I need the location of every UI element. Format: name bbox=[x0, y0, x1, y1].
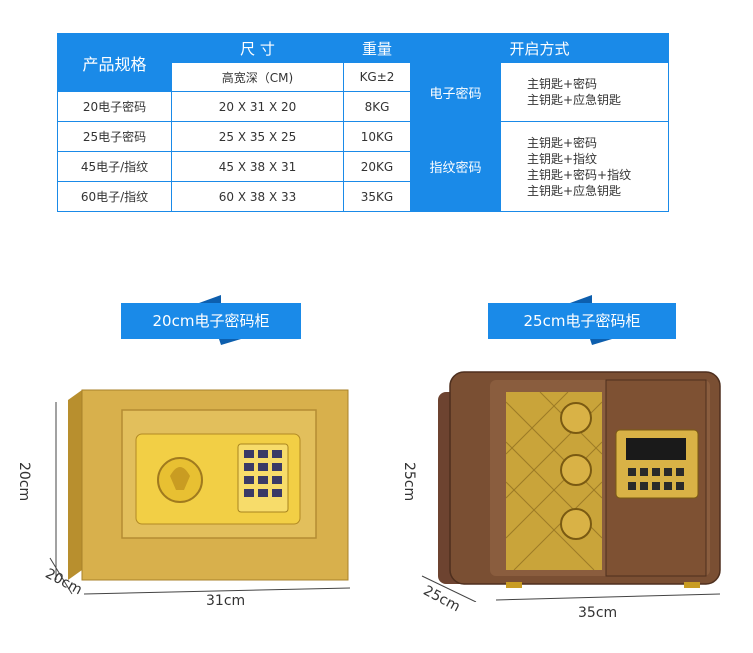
row-size: 60 X 38 X 33 bbox=[171, 181, 344, 212]
product-label: 25cm电子密码柜 bbox=[488, 303, 676, 339]
method: 主钥匙+指纹 bbox=[527, 151, 598, 166]
product-label-ribbon-20: 20cm电子密码柜 bbox=[121, 295, 301, 345]
ribbon-fold-icon bbox=[570, 295, 612, 345]
header-size: 尺 寸 bbox=[171, 33, 344, 63]
product-label: 20cm电子密码柜 bbox=[121, 303, 301, 339]
lock-methods-electronic: 主钥匙+密码 主钥匙+应急钥匙 bbox=[500, 62, 669, 122]
product-label-ribbon-25: 25cm电子密码柜 bbox=[488, 295, 676, 345]
method: 主钥匙+密码 bbox=[527, 77, 598, 91]
brown-safe-illustration bbox=[421, 371, 721, 602]
method: 主钥匙+应急钥匙 bbox=[527, 93, 622, 107]
row-size: 25 X 35 X 25 bbox=[171, 121, 344, 152]
lock-methods-fingerprint: 主钥匙+密码 主钥匙+指纹 主钥匙+密码+指纹 主钥匙+应急钥匙 bbox=[500, 121, 669, 212]
method: 主钥匙+密码 bbox=[527, 135, 598, 150]
lock-type-fingerprint: 指纹密码 bbox=[410, 121, 501, 212]
method: 主钥匙+应急钥匙 bbox=[527, 183, 622, 198]
row-weight: 8KG bbox=[343, 91, 411, 122]
gold-safe-illustration bbox=[49, 389, 351, 595]
row-size: 45 X 38 X 31 bbox=[171, 151, 344, 182]
header-weight: 重量 bbox=[343, 33, 411, 63]
row-weight: 35KG bbox=[343, 181, 411, 212]
row-size: 20 X 31 X 20 bbox=[171, 91, 344, 122]
width-dimension: 35cm bbox=[578, 605, 618, 621]
row-name: 25电子密码 bbox=[57, 121, 172, 152]
size-unit: 高宽深（CM) bbox=[171, 62, 344, 92]
spec-table: 产品规格 尺 寸 重量 开启方式 高宽深（CM) KG±2 电子密码 主钥匙+密… bbox=[57, 33, 669, 212]
method: 主钥匙+密码+指纹 bbox=[527, 167, 632, 182]
weight-unit: KG±2 bbox=[343, 62, 411, 92]
header-open-method: 开启方式 bbox=[410, 33, 669, 63]
ribbon-fold-icon bbox=[199, 295, 241, 345]
row-weight: 20KG bbox=[343, 151, 411, 182]
width-dimension: 31cm bbox=[206, 593, 246, 609]
row-name: 60电子/指纹 bbox=[57, 181, 172, 212]
row-name: 20电子密码 bbox=[57, 91, 172, 122]
height-dimension: 25cm bbox=[401, 462, 417, 502]
lock-type-electronic: 电子密码 bbox=[410, 62, 501, 122]
height-dimension: 20cm bbox=[16, 462, 32, 502]
row-name: 45电子/指纹 bbox=[57, 151, 172, 182]
row-weight: 10KG bbox=[343, 121, 411, 152]
header-spec: 产品规格 bbox=[57, 33, 172, 92]
